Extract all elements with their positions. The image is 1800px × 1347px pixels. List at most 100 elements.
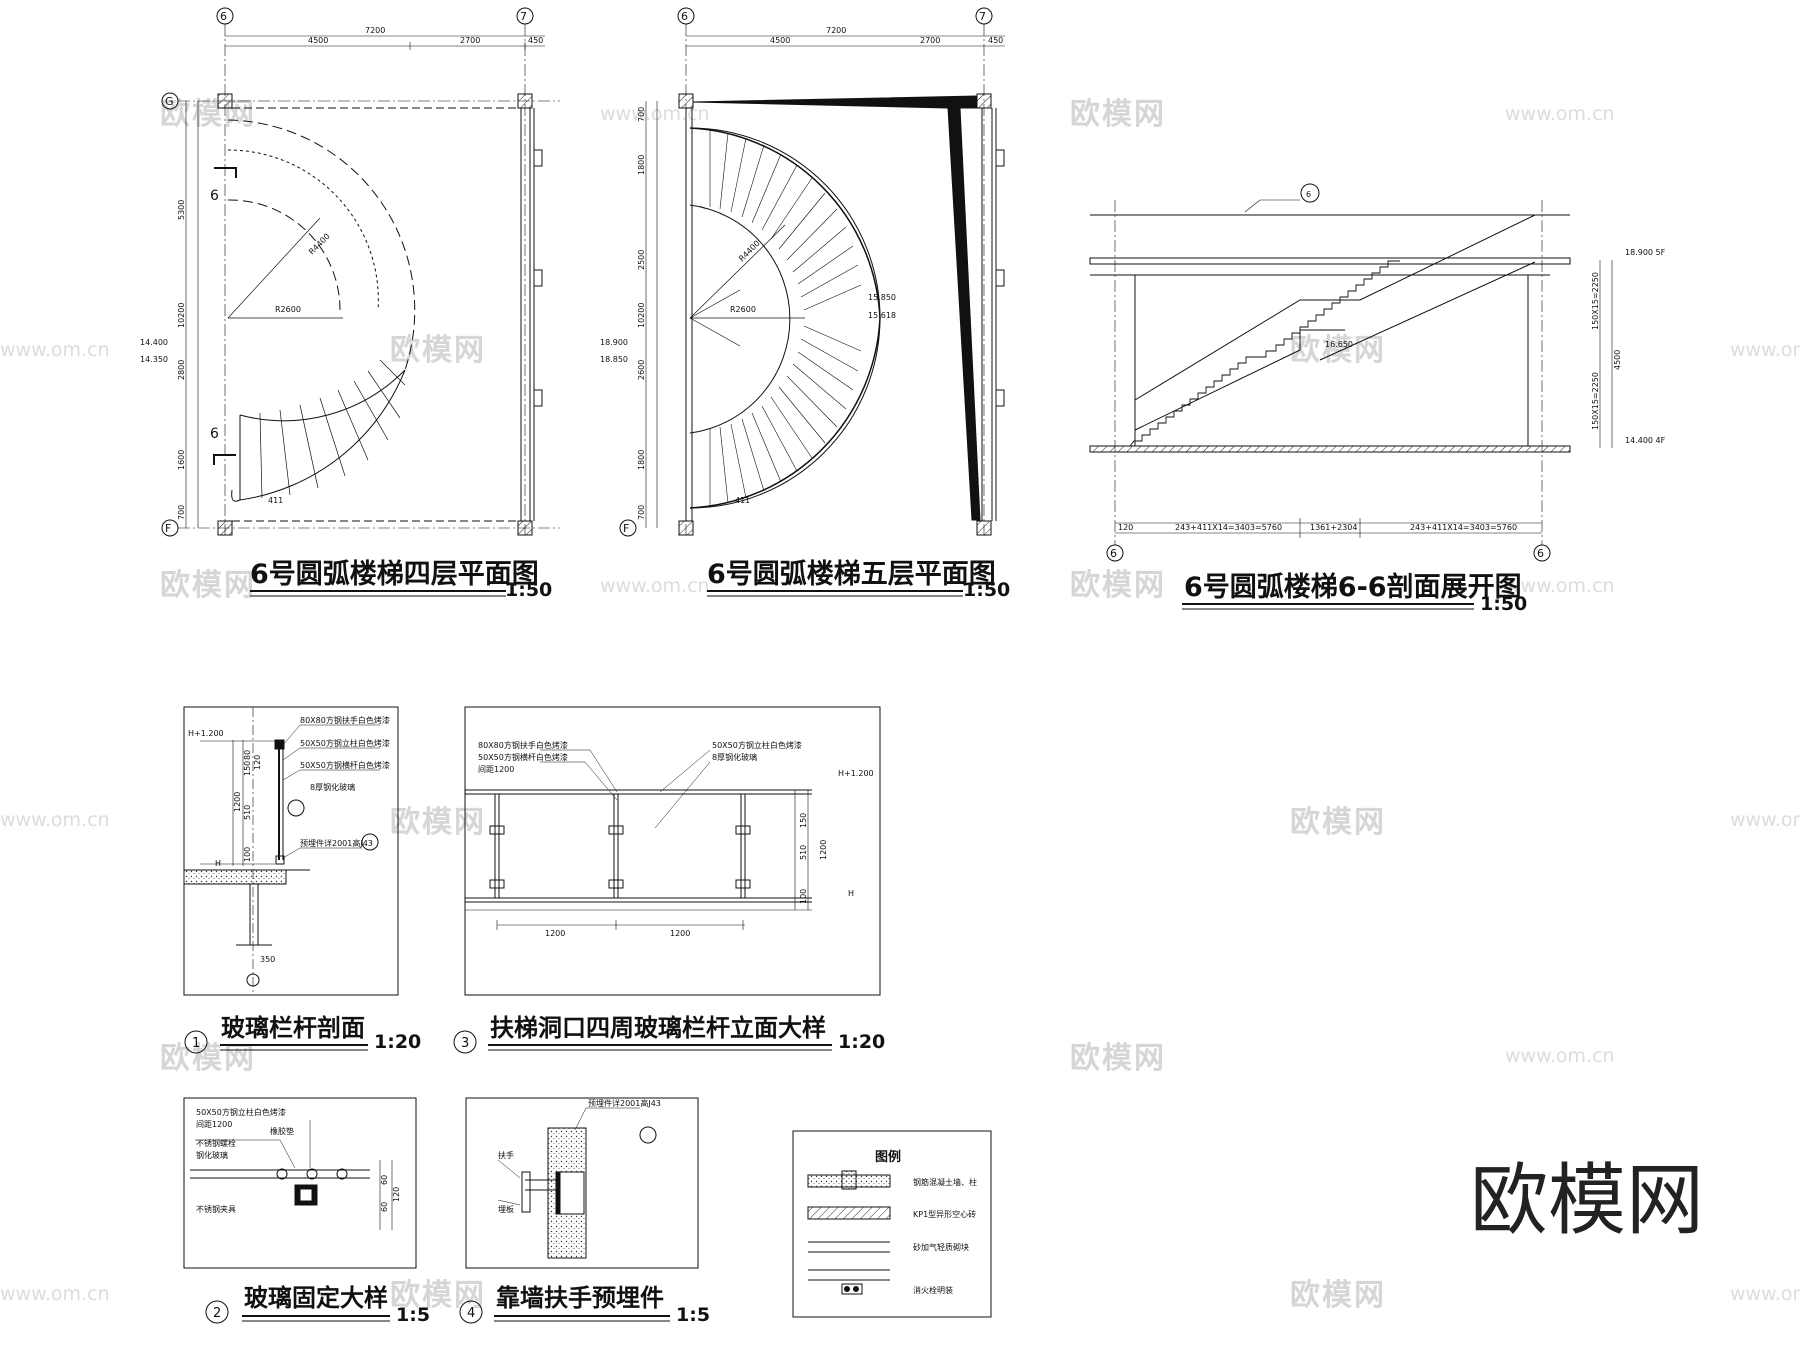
level-18850: 18.850: [600, 355, 628, 364]
detail-number-3: 3: [461, 1036, 469, 1051]
brand-logo: 欧模网: [1470, 1156, 1704, 1246]
section-labels: 6 6 6 18.900 5F 14.400 4F 16.650 150X15=…: [1110, 190, 1666, 560]
sec-b1: 243+411X14=3403=5760: [1175, 523, 1282, 532]
grid-f: F: [165, 522, 171, 535]
scale-detail-2: 1:5: [396, 1304, 430, 1326]
detail-2: [183, 1097, 417, 1269]
title-detail-4: 靠墙扶手预埋件: [496, 1284, 664, 1312]
grid-6: 6: [681, 10, 688, 23]
cut-mark-bottom: 6: [210, 426, 219, 442]
dim-10200: 10200: [637, 303, 646, 328]
dim-5300: 5300: [177, 200, 186, 220]
sec-total: 4500: [1613, 350, 1622, 370]
level-16650: 16.650: [1325, 340, 1353, 349]
watermark-url: www.om.cn: [1730, 809, 1800, 831]
title-plan-5f: 6号圆弧楼梯五层平面图: [707, 559, 996, 590]
d1-350: 350: [260, 955, 275, 964]
d3-510: 510: [799, 845, 808, 860]
d2-120: 120: [392, 1187, 401, 1202]
sec-h2: 150X15=2250: [1591, 372, 1600, 430]
watermark-brand: 欧模网: [1070, 1041, 1166, 1076]
d1-80: 80: [243, 750, 252, 760]
watermark-brand: 欧模网: [1290, 1278, 1386, 1313]
fix-note-50: 50X50方钢立柱白色烤漆: [196, 1107, 286, 1117]
wall-note-plate: 埋板: [498, 1204, 514, 1214]
d3-150: 150: [799, 813, 808, 828]
tread-411: 411: [268, 496, 283, 505]
dim-700: 700: [637, 505, 646, 520]
fix-note-clip: 不锈钢夹具: [196, 1204, 236, 1214]
d1-120: 120: [253, 755, 262, 770]
title-plan-4f: 6号圆弧楼梯四层平面图: [250, 559, 539, 590]
level-14400: 14.400: [140, 338, 168, 347]
dim-700: 700: [637, 107, 646, 122]
detail-2-labels: 50X50方钢立柱白色烤漆 间距1200 不锈钢螺栓 橡胶垫 钢化玻璃 不锈钢夹…: [196, 1107, 401, 1214]
grid-f: F: [623, 522, 629, 535]
dim-total: 7200: [826, 26, 846, 35]
rail-note-50a: 50X50方钢立柱白色烤漆: [300, 738, 390, 748]
cut-mark-top: 6: [210, 188, 219, 204]
watermark-brand: 欧模网: [160, 97, 256, 132]
grid-7: 7: [979, 10, 986, 23]
watermark-url: www.om.cn: [1505, 103, 1615, 125]
fix-note-spacing: 间距1200: [196, 1120, 232, 1129]
watermark-brand: 欧模网: [160, 1041, 256, 1076]
dim-2700: 2700: [460, 36, 480, 45]
sec-b2: 1361+2304: [1310, 523, 1357, 532]
legend-item-4: 消火栓明装: [913, 1285, 953, 1295]
dim-450: 450: [528, 36, 543, 45]
watermark-url: www.om.cn: [0, 809, 110, 831]
watermark-brand: 欧模网: [1070, 97, 1166, 132]
plan-4f: [161, 7, 560, 537]
rail-note-80: 80X80方钢扶手白色烤漆: [478, 740, 568, 750]
plan-5f: [619, 7, 1005, 537]
detail-3: [464, 706, 881, 996]
detail-3-labels: 80X80方钢扶手白色烤漆 50X50方钢横杆白色烤漆 间距1200 50X50…: [478, 740, 874, 938]
legend-item-1: 钢筋混凝土墙、柱: [913, 1177, 977, 1187]
scale-detail-1: 1:20: [374, 1031, 421, 1053]
dim-total: 7200: [365, 26, 385, 35]
legend-item-2: KP1型异形空心砖: [913, 1209, 976, 1219]
d1-1200: 1200: [233, 792, 242, 812]
level-14350: 14.350: [140, 355, 168, 364]
rail-note-glass: 8厚钢化玻璃: [310, 782, 355, 792]
detail-number-4: 4: [467, 1306, 475, 1321]
watermark-url: www.om.cn: [0, 339, 110, 361]
title-detail-2: 玻璃固定大样: [244, 1284, 388, 1312]
d3-100: 100: [799, 889, 808, 904]
level-15618: 15.618: [868, 311, 896, 320]
level-hplus: H+1.200: [838, 769, 874, 778]
dim-2800: 2800: [177, 360, 186, 380]
d2-60b: 60: [380, 1202, 389, 1212]
wall-note-rail: 扶手: [498, 1150, 514, 1160]
dim-2700: 2700: [920, 36, 940, 45]
fix-note-pad: 橡胶垫: [270, 1126, 294, 1136]
rail-note-50a: 50X50方钢立柱白色烤漆: [712, 740, 802, 750]
wall-note-embed: 预埋件详2001高J43: [588, 1098, 661, 1108]
detail-4: [465, 1097, 699, 1269]
watermark-brand: 欧模网: [1290, 333, 1386, 368]
section-detail-mark: 6: [1306, 190, 1311, 199]
legend-title: 图例: [875, 1149, 901, 1165]
fix-note-bolt: 不锈钢螺栓: [196, 1138, 236, 1148]
level-4f: 14.400 4F: [1625, 436, 1666, 445]
watermark-url: www.om.cn: [1730, 1283, 1800, 1305]
dim-4500: 4500: [770, 36, 790, 45]
watermark-brand: 欧模网: [1290, 805, 1386, 840]
grid-7: 7: [520, 10, 527, 23]
grid-6: 6: [1537, 547, 1544, 560]
dim-1800: 1800: [637, 155, 646, 175]
grid-6: 6: [220, 10, 227, 23]
watermark-url: www.om.cn: [1505, 575, 1615, 597]
watermark-brand: 欧模网: [390, 333, 486, 368]
level-5f: 18.900 5F: [1625, 248, 1666, 257]
d3-1200a: 1200: [545, 929, 565, 938]
level-h: H: [215, 859, 221, 868]
detail-1-labels: H+1.200 H 80X80方钢扶手白色烤漆 50X50方钢立柱白色烤漆 50…: [188, 715, 390, 964]
rail-note-embed: 预埋件详2001高J43: [300, 838, 373, 848]
detail-4-labels: 预埋件详2001高J43 扶手 埋板: [498, 1098, 661, 1214]
d1-150: 150: [243, 761, 252, 776]
level-18900: 18.900: [600, 338, 628, 347]
radius-2600: R2600: [275, 305, 301, 314]
